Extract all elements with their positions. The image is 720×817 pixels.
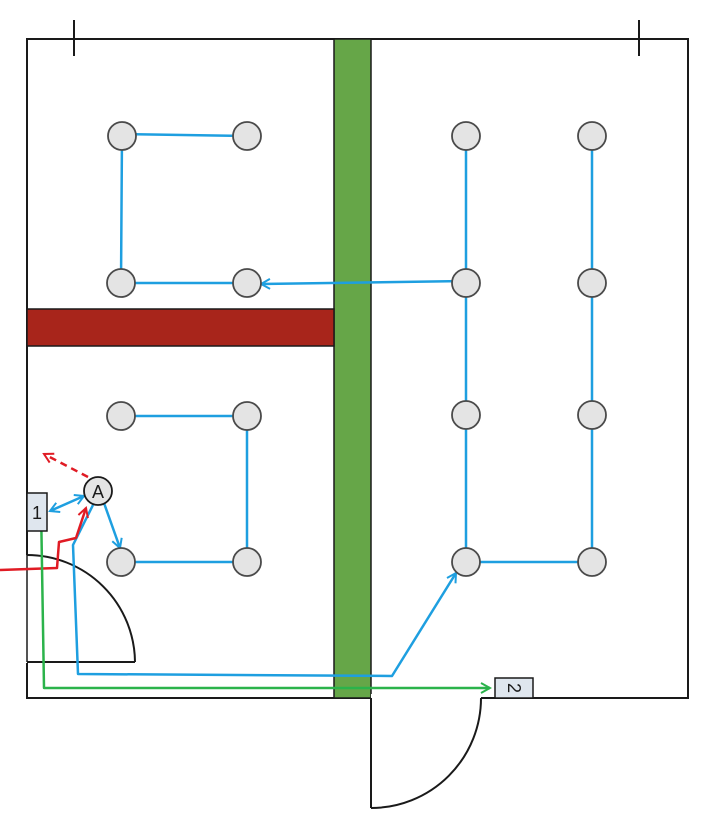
switch-1: 1 (26, 492, 48, 532)
ceiling-light-icon (577, 121, 607, 151)
ceiling-light-icon (577, 400, 607, 430)
feed-dashed-branch (44, 454, 89, 479)
junction-box: A (83, 476, 113, 506)
ceiling-light-icon (577, 268, 607, 298)
ceiling-light-icon (232, 401, 262, 431)
ceiling-light-icon (106, 401, 136, 431)
wire-junction-to-room2 (71, 504, 456, 678)
ceiling-light-icon (232, 268, 262, 298)
ceiling-light-icon (232, 121, 262, 151)
wire-junction-to-room3 (102, 502, 120, 548)
switch-2: 2 (494, 677, 534, 699)
wire-room3-loop (121, 414, 249, 564)
wire-switch1-to-junction (50, 496, 84, 511)
ceiling-light-icon (451, 547, 481, 577)
door-bottom (370, 694, 482, 809)
partition-wall-vertical (333, 38, 372, 699)
switch-icon (494, 677, 534, 699)
switch-icon (26, 492, 48, 532)
ceiling-light-icon (451, 121, 481, 151)
wire-room2-to-room1 (261, 281, 467, 284)
ceiling-light-icon (577, 547, 607, 577)
junction-icon (83, 476, 113, 506)
ceiling-light-icon (451, 400, 481, 430)
switch-2-label: 2 (504, 683, 524, 693)
partition-wall-horizontal (26, 308, 335, 347)
switch-1-label: 1 (32, 503, 42, 523)
ceiling-light-icon (106, 547, 136, 577)
ceiling-light-icon (106, 268, 136, 298)
ceiling-light-icon (451, 268, 481, 298)
luminaires (106, 121, 607, 577)
ceiling-light-icon (107, 121, 137, 151)
switch-link-line (41, 505, 490, 688)
wiring-circuit (50, 132, 594, 678)
wire-room1-loop (119, 132, 248, 285)
wire-room2-column-right (466, 136, 594, 564)
junction-label: A (92, 482, 104, 502)
ceiling-light-icon (232, 547, 262, 577)
